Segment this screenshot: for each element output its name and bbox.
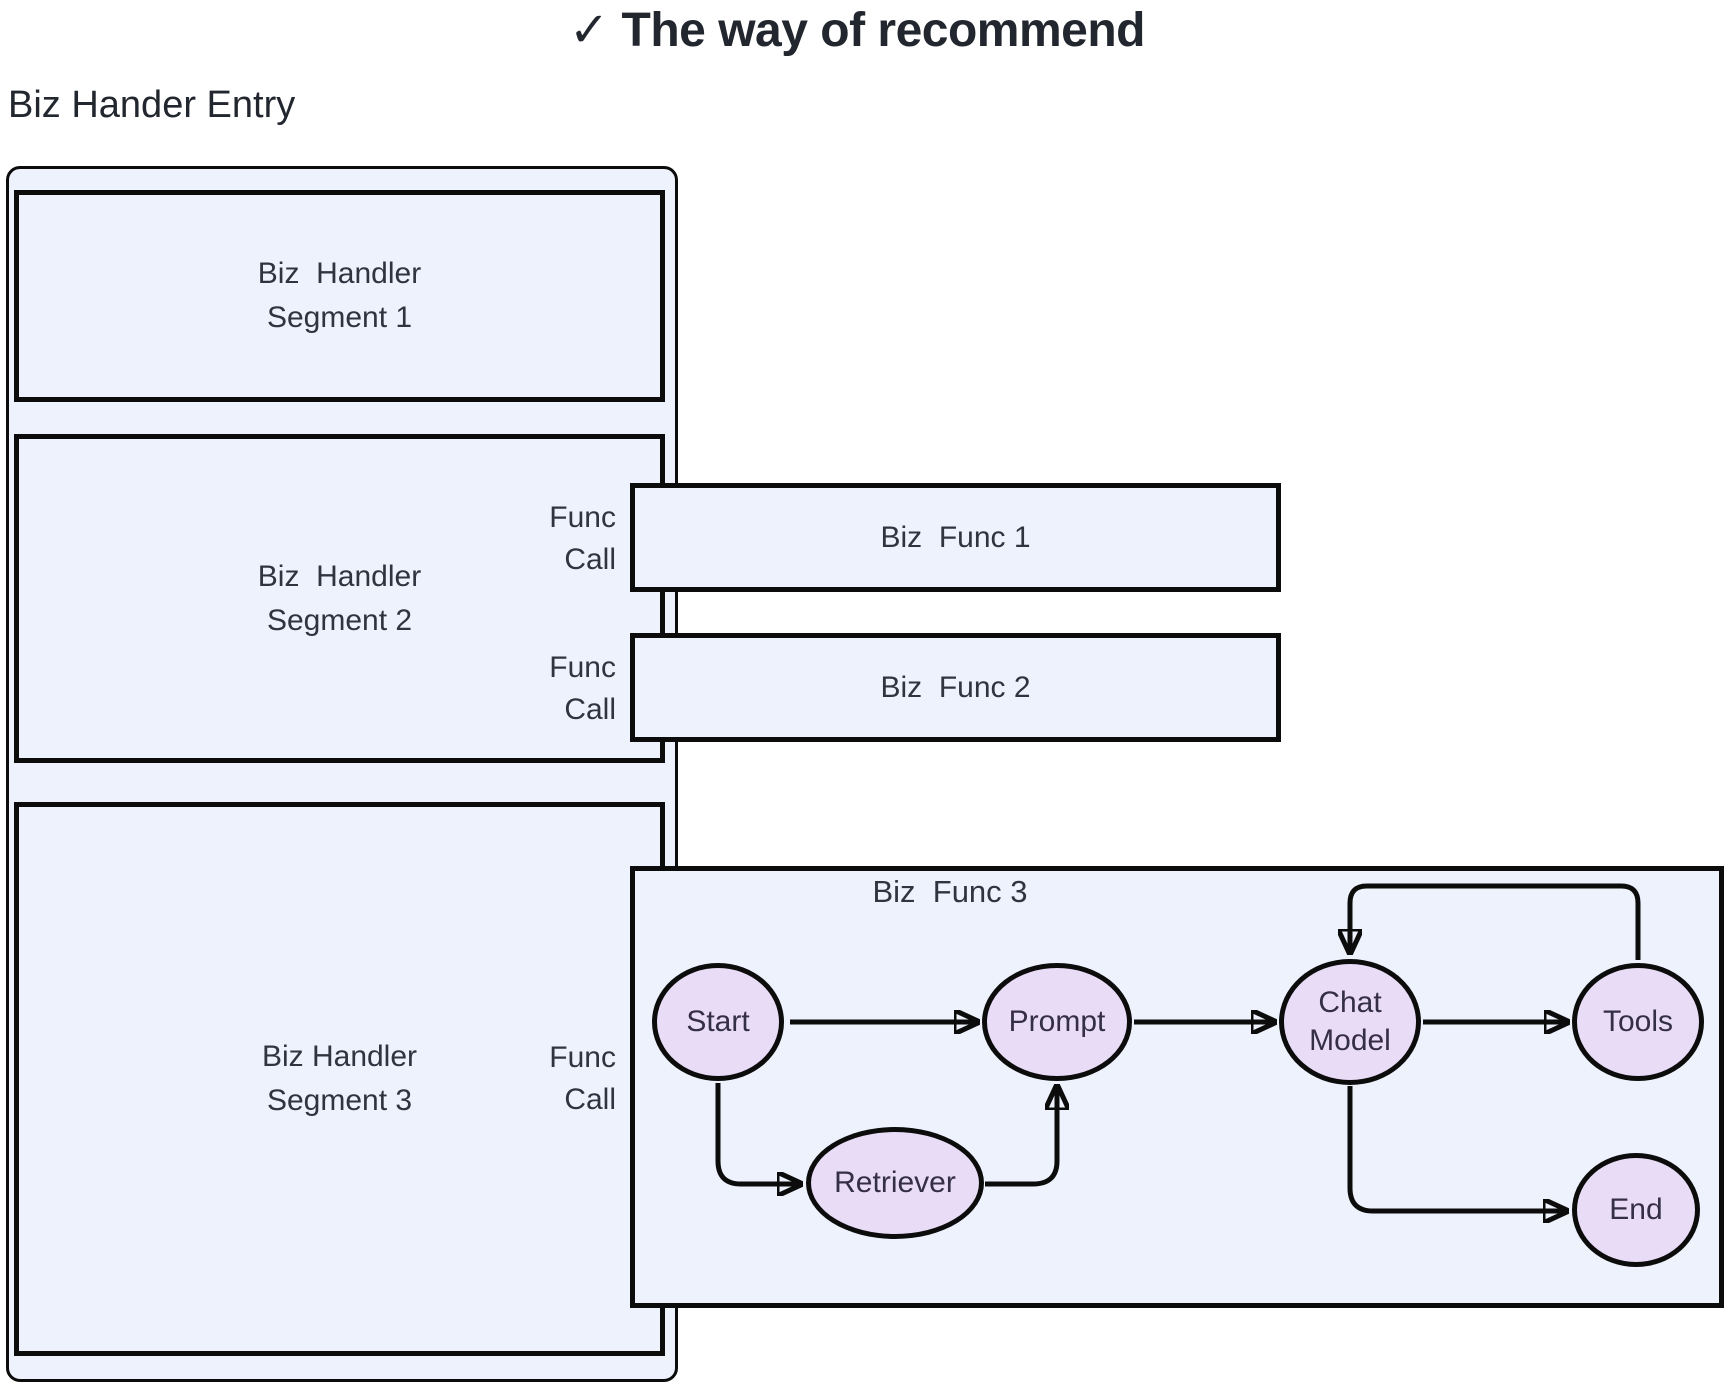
biz-func-1-box: Biz Func 1	[630, 483, 1281, 592]
func-call-2-line1: Func	[549, 651, 616, 684]
segment-3-label-line2: Segment 3	[266, 1084, 413, 1117]
segment-2-label-line2: Segment 2	[266, 603, 413, 637]
biz-func-1-label: Biz Func 1	[880, 520, 1031, 554]
node-tools: Tools	[1572, 963, 1704, 1081]
func-call-1-line2: Call	[564, 543, 616, 576]
page-title: ✓ The way of recommend	[568, 4, 1146, 57]
func-call-label-3: Func Call	[440, 1037, 616, 1121]
segment-box-2: Biz Handler Segment 2	[14, 434, 665, 763]
segment-1-label-line1: Biz Handler	[257, 257, 422, 290]
func-call-2-line2: Call	[564, 693, 616, 726]
func-call-3-line2: Call	[564, 1083, 616, 1116]
biz-func-2-label: Biz Func 2	[880, 670, 1031, 704]
node-chat-model: Chat Model	[1279, 959, 1421, 1085]
biz-func-3-title: Biz Func 3	[872, 874, 1028, 909]
func-call-3-line1: Func	[549, 1041, 616, 1074]
node-chat-model-label: Chat Model	[1309, 986, 1391, 1057]
node-prompt-label: Prompt	[1008, 1005, 1106, 1038]
node-retriever-label: Retriever	[834, 1166, 956, 1199]
entry-group-label: Biz Hander Entry	[8, 84, 296, 126]
segment-box-1: Biz Handler Segment 1	[14, 190, 665, 402]
biz-func-2-box: Biz Func 2	[630, 633, 1281, 742]
segment-3-label-line1: Biz Handler	[261, 1040, 418, 1073]
node-start-label: Start	[686, 1005, 750, 1038]
func-call-label-2: Func Call	[440, 647, 616, 731]
func-call-1-line1: Func	[549, 501, 616, 534]
biz-func-3-box	[630, 866, 1724, 1308]
node-tools-label: Tools	[1602, 1005, 1674, 1038]
node-retriever: Retriever	[806, 1127, 984, 1239]
segment-1-label-line2: Segment 1	[266, 301, 413, 334]
func-call-label-1: Func Call	[440, 497, 616, 581]
node-prompt: Prompt	[982, 963, 1132, 1081]
segment-2-label-line1: Biz Handler	[257, 559, 422, 593]
node-start: Start	[652, 963, 784, 1081]
node-end-label: End	[1609, 1193, 1663, 1226]
node-end: End	[1572, 1153, 1700, 1267]
